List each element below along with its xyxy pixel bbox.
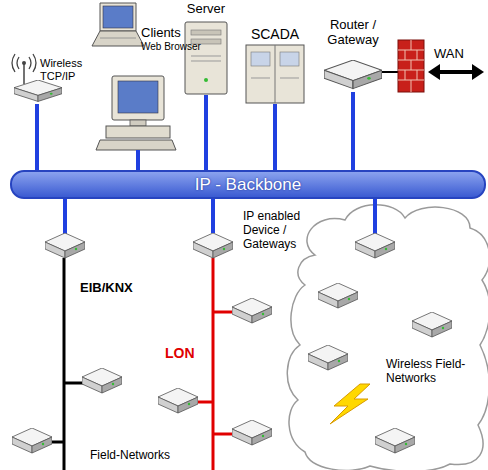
firewall-link [382,72,398,73]
device-label: Server [180,2,232,17]
desktop-pc-icon [130,120,146,126]
wireless-cloud [287,205,488,470]
firewall-icon [405,70,406,80]
wan-label: WAN [434,47,464,62]
server-icon [204,78,208,82]
scada-cabinet [246,45,304,103]
server-icon [191,61,221,62]
wan-arrow [428,64,440,80]
firewall-icon [411,40,412,50]
access-point-icon [29,57,31,69]
backbone-drop [63,198,67,238]
wan-arrow [472,64,484,80]
desktop-pc-icon [118,81,158,113]
network-link [204,95,208,170]
field-device [355,233,395,258]
wireless-cloud [287,205,488,470]
wan-arrow [436,70,474,74]
access-point-icon [33,54,36,72]
desktop-pc-icon [96,140,176,150]
access-point-icon [14,80,62,101]
lightning-bolt [330,384,370,424]
field-device [12,428,52,453]
lon-bus [196,258,236,470]
scada-cabinet [251,78,270,79]
router-icon [324,60,382,89]
access-point-icon [23,64,25,84]
scada-cabinet [246,45,304,103]
band-title: IP - Backbone [12,172,484,195]
device-label: Clients Web Browser [141,26,203,52]
access-point: Wireless TCP/IP [14,62,62,104]
desktop-pc-icon [106,126,170,138]
field-device [193,233,233,258]
firewall-icon [411,60,412,70]
server-icon [185,22,227,94]
network-link [273,104,277,170]
ip-gateway: IP enabled Device / Gateways [193,233,233,259]
scada-cabinet [280,78,299,79]
firewall-link [382,71,398,73]
network-link [211,199,215,233]
eib-bus [63,258,66,470]
laptop-icon [100,3,136,31]
field-device [375,428,415,453]
firewall-icon [398,40,424,92]
field-device [232,298,272,323]
lon-bus [212,258,215,470]
backbone-drop [373,198,377,238]
firewall-icon [405,50,406,60]
scada-station: SCADA [245,44,305,104]
scada-cabinet [280,52,299,66]
field-device [308,345,348,370]
wan-arrow [428,64,484,80]
device-label: IP enabled Device / Gateways [243,210,309,251]
network-label: Field-Networks [90,449,170,463]
network-link [136,150,140,170]
field-device [82,368,122,393]
router-gateway: Router / Gateway [324,60,382,92]
router-icon [324,60,382,89]
bus-name: LON [165,345,195,361]
field-device [158,388,198,413]
device-label: SCADA [242,26,308,42]
field-device [232,420,272,445]
server-icon [191,56,221,57]
field-device [45,233,85,258]
network-link [351,92,355,170]
lon-bus [196,401,213,404]
server-icon [191,30,221,35]
desktop-pc-icon [112,76,164,120]
field-device [412,312,452,337]
laptop-icon [92,31,144,46]
lightning-bolt [330,384,370,424]
field-device [12,233,452,453]
scada-cabinet [275,45,276,103]
device-label: Router / Gateway [320,18,386,48]
access-point-icon [22,61,26,65]
device-label: Wireless TCP/IP [40,57,90,82]
server-icon [185,22,227,94]
firewall-icon [417,70,418,80]
network-label: Wireless Field-Networks [386,358,486,386]
field-device [318,283,358,308]
laptop-icon [100,38,136,39]
firewall-icon [398,40,424,92]
network-link [35,104,39,170]
laptop-icon [103,6,133,28]
desktop-pc-icon [96,76,176,150]
firewall-icon [411,80,412,92]
scada-cabinet [251,52,270,66]
server: Server [183,20,229,95]
access-point-icon [17,57,19,69]
laptop-icon [92,3,144,46]
backbone-drop [65,198,375,238]
access-point-icon [12,54,15,72]
firewall-icon [417,50,418,60]
ip-backbone-band: IP - Backbone [10,170,486,199]
client-computers: Clients Web Browser [90,0,176,150]
bus-name: EIB/KNX [80,281,133,296]
